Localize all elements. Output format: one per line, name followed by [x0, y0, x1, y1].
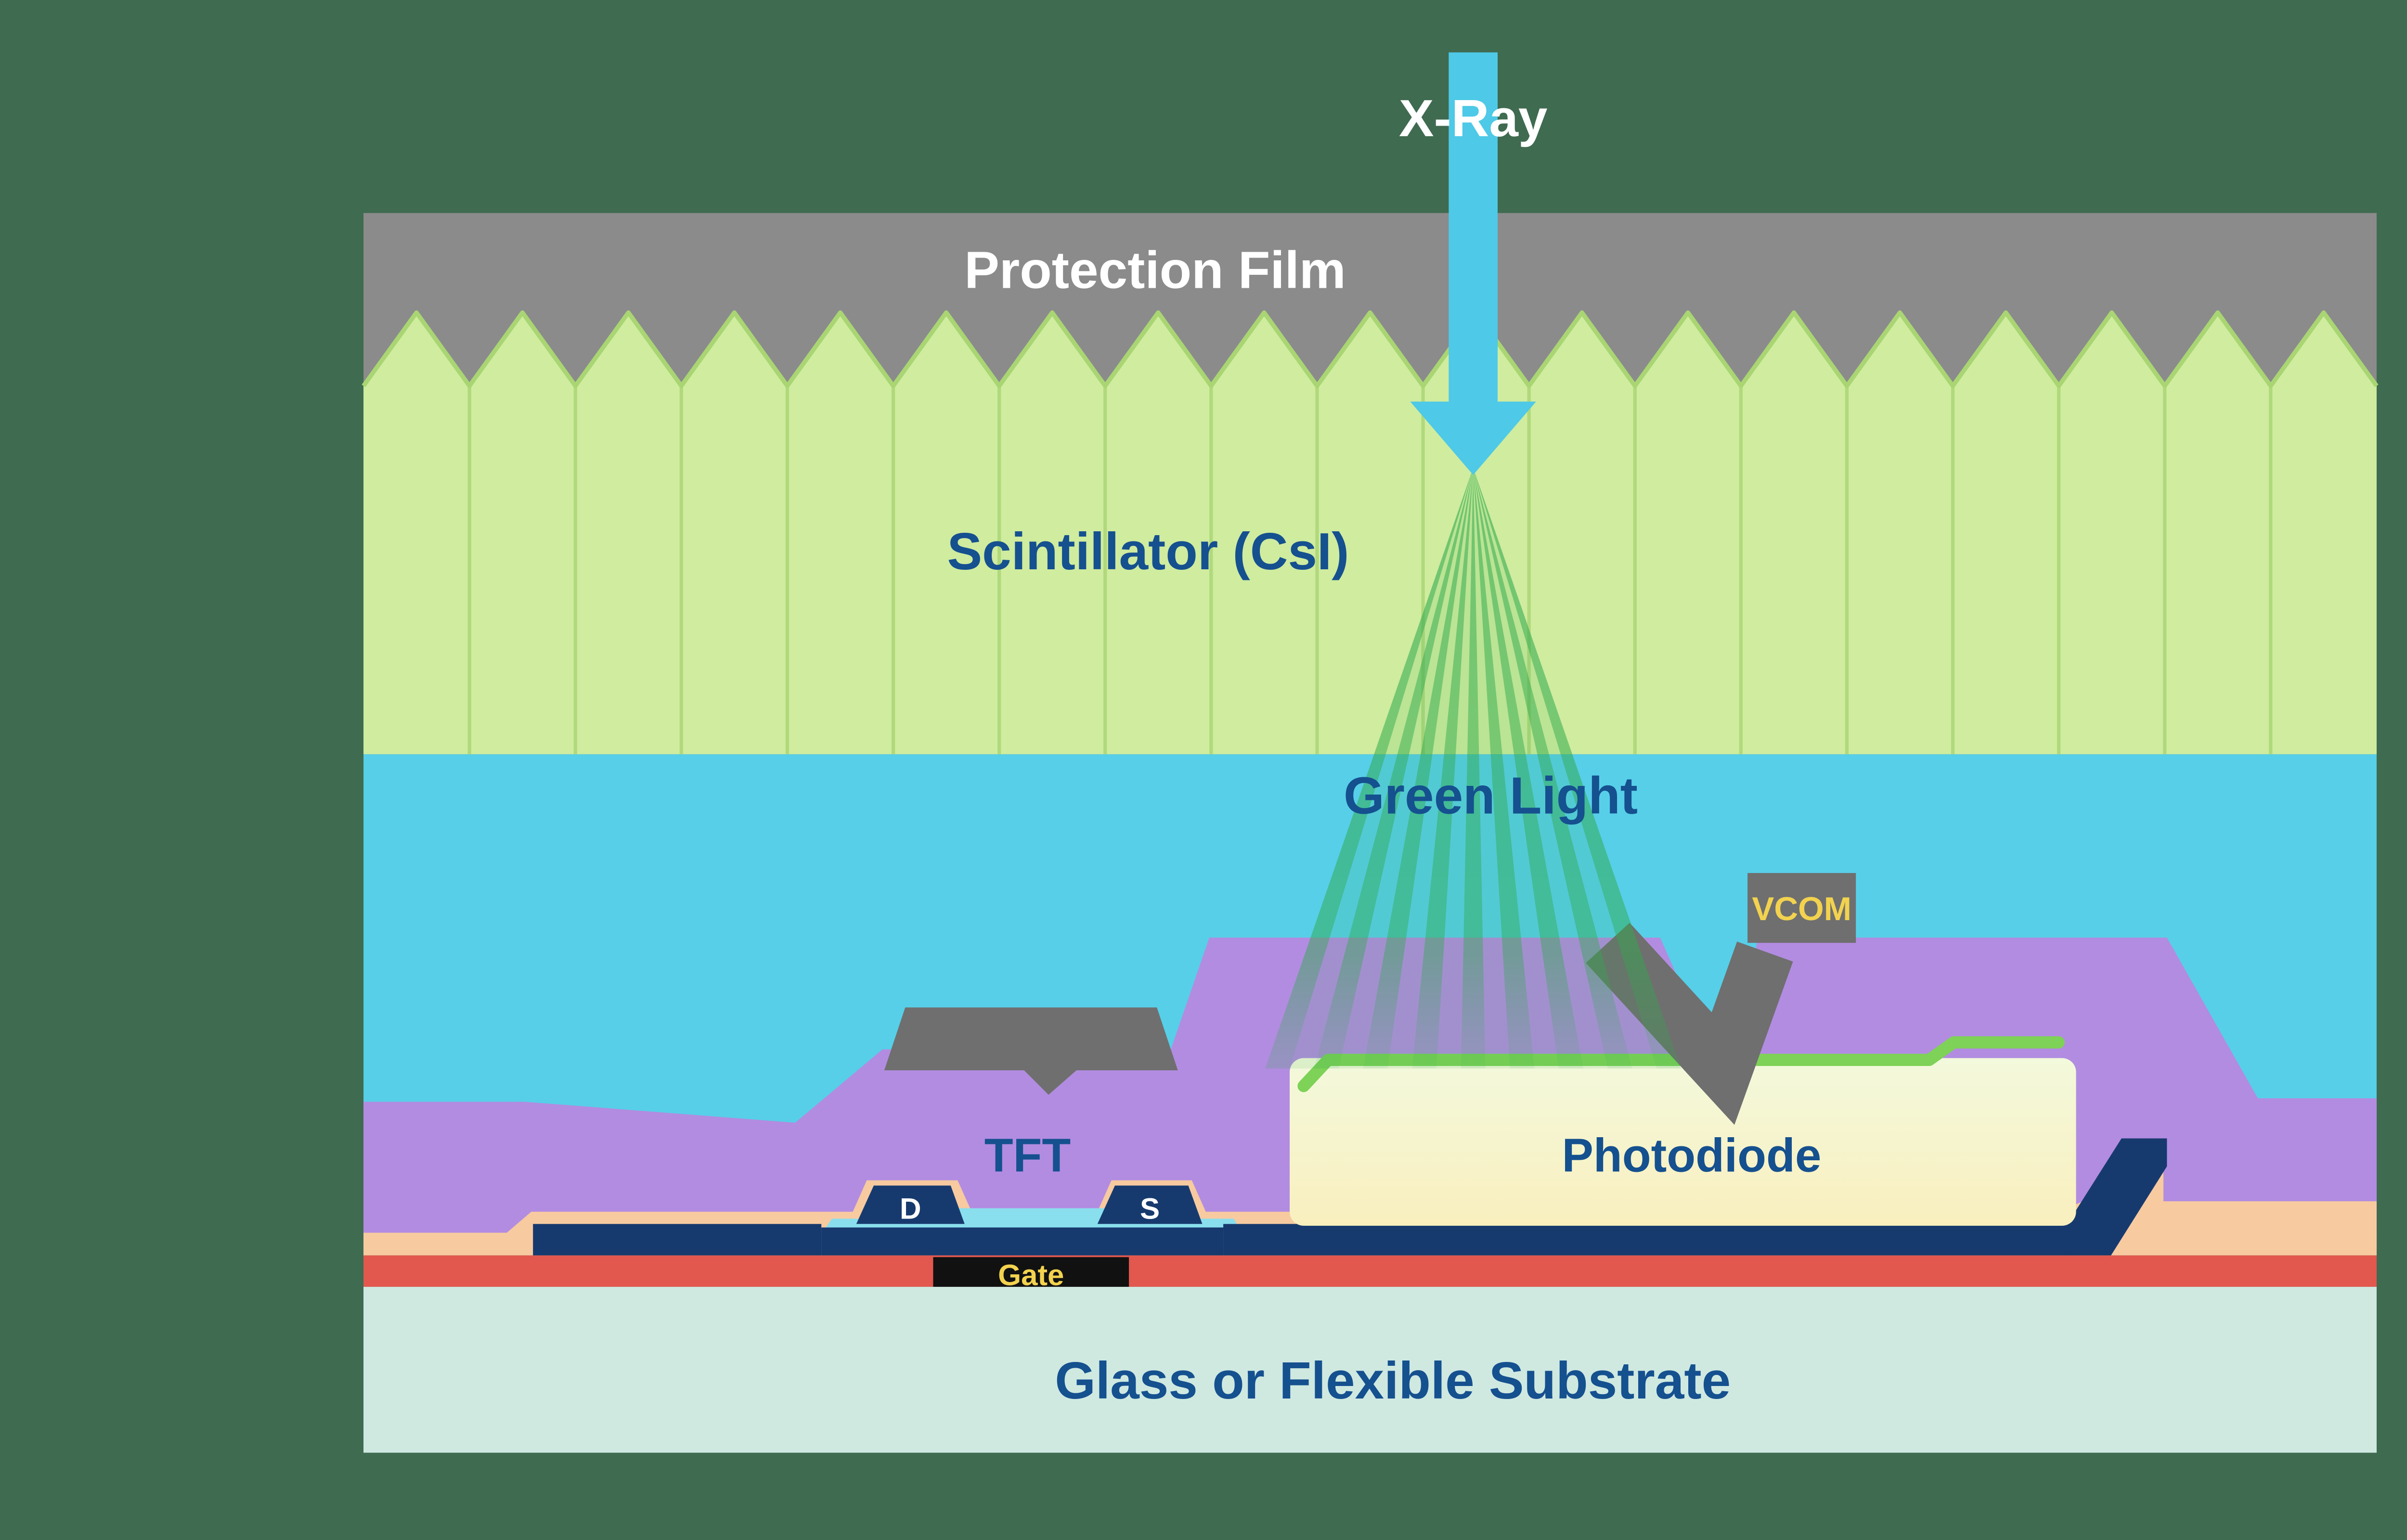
green-light-label: Green Light [1344, 767, 1638, 825]
drain-electrode [856, 1185, 965, 1224]
metal-shield-left [884, 1007, 1178, 1095]
metal-riser-right [2067, 1138, 2167, 1256]
green-light-ray [1473, 468, 1535, 1069]
scintillator-layer [362, 310, 2379, 755]
green-light-rays [1265, 468, 1682, 1069]
substrate-label: Glass or Flexible Substrate [1055, 1351, 1731, 1410]
metal-line-right [1223, 1224, 2076, 1256]
tft-channel-line [821, 1227, 1224, 1256]
scintillator-ridge-outline [362, 310, 2379, 388]
drain-label: D [900, 1192, 921, 1225]
xray-label: X-Ray [1399, 89, 1548, 148]
metal-line-left [533, 1224, 822, 1256]
source-electrode [1097, 1185, 1203, 1224]
gate-label: Gate [998, 1258, 1064, 1292]
scintillator-body [363, 312, 2377, 755]
xray-arrow-head [1410, 401, 1536, 475]
source-label: S [1140, 1192, 1160, 1225]
green-light-ray [1412, 468, 1474, 1069]
photodiode-label: Photodiode [1562, 1129, 1821, 1181]
scintillator-label: Scintillator (CsI) [947, 522, 1349, 581]
substrate-layer [363, 1286, 2377, 1453]
protection-film-label: Protection Film [964, 241, 1346, 300]
green-light-ray [1461, 468, 1486, 1069]
barrier-layer [363, 1255, 2377, 1287]
gate-electrode [933, 1257, 1129, 1291]
xray-arrow-shaft [1449, 52, 1498, 405]
tft-label: TFT [984, 1129, 1071, 1181]
vcom-pad [1747, 873, 1856, 943]
photodiode-body [1290, 1058, 2076, 1226]
vcom-label: VCOM [1752, 890, 1851, 927]
